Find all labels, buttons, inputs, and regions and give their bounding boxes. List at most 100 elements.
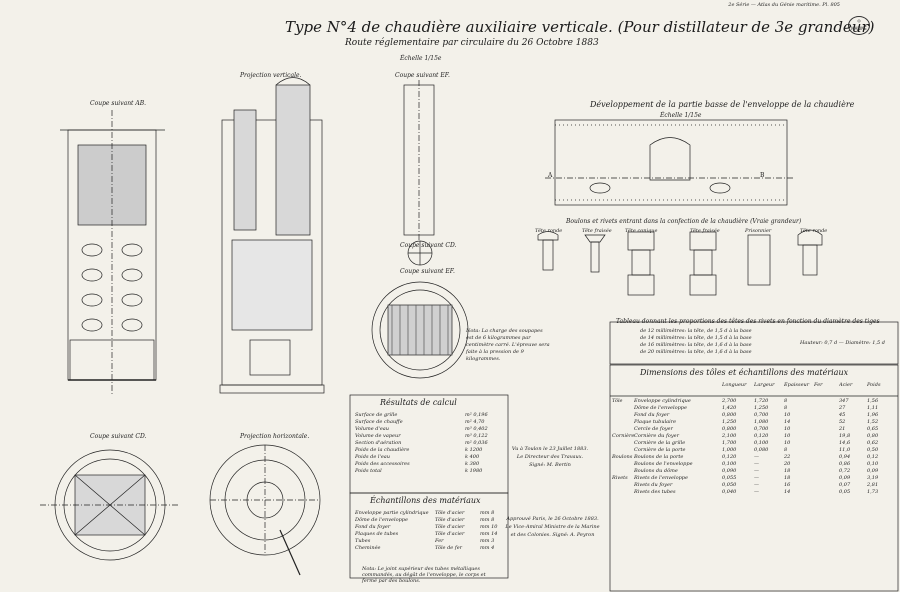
table-cell: 1,250 [754, 405, 769, 411]
table-cell: mm 4 [480, 545, 495, 551]
table-cell: 14 [784, 489, 791, 495]
bolts-row [537, 229, 823, 296]
proportions-frame [609, 321, 899, 365]
table-row: CornièresCornière du foyer2,1000,1201019… [612, 433, 897, 440]
proportions-side: Hauteur: 0,7 d — Diamètre: 1,5 d [800, 340, 885, 346]
table-cell: Épaisseur [784, 382, 810, 388]
table-cell: 1,720 [754, 398, 769, 404]
table-cell: Poids des accessoires [355, 461, 410, 467]
table-cell: 0,65 [867, 426, 879, 432]
table-cell: Tôle de fer [435, 545, 463, 551]
table-cell: 0,055 [722, 475, 737, 481]
bolt-type-3: Tête conique [625, 228, 658, 234]
table-cell: 0,94 [839, 454, 851, 460]
table-cell: Rivets des tubes [634, 489, 676, 495]
coupe-ab-tubes [81, 243, 143, 332]
table-cell: 10 [784, 426, 791, 432]
table-cell: 2,81 [867, 482, 879, 488]
table-cell: 0,86 [839, 461, 851, 467]
table-cell: 52 [839, 419, 846, 425]
table-cell: 3,19 [867, 475, 879, 481]
table-cell: Cornière du foyer [634, 433, 679, 439]
table-cell: 1,250 [722, 419, 737, 425]
table-cell: 0,120 [754, 433, 769, 439]
table-cell: Surface de grille [355, 412, 398, 418]
table-cell: 0,72 [839, 468, 851, 474]
point-a: A [548, 172, 553, 179]
table-cell: 0,80 [867, 433, 879, 439]
table-cell: Boulons de l'enveloppe [634, 461, 693, 467]
table-cell: 18 [784, 475, 791, 481]
table-cell: 0,050 [722, 482, 737, 488]
developpement-door-opening [649, 137, 691, 181]
table-cell: 8 [784, 405, 788, 411]
table-cell: mm 3 [480, 538, 495, 544]
table-cell: 0,05 [839, 489, 851, 495]
table-cell: 1,420 [722, 405, 737, 411]
table-cell: Fer [814, 382, 823, 388]
nota-block: Nota: La charge des soupapes est de 6 ki… [466, 328, 551, 363]
table-cell: Cornières [612, 433, 634, 439]
table-cell: Tôle d'acier [435, 524, 465, 530]
table-cell: Section d'aération [355, 440, 402, 446]
table-cell: 1,11 [867, 405, 879, 411]
table-cell: 14,6 [839, 440, 851, 446]
table-cell: de 12 millimètres: la tête, de 1,5 d à l… [640, 328, 752, 334]
table-cell: 1,52 [867, 419, 879, 425]
table-cell: Rivets [612, 475, 628, 481]
bolt-type-5: Prisonnier [745, 228, 772, 234]
proportions-row: de 14 millimètres: la tête, de 1,5 d à l… [640, 335, 795, 342]
table-cell: 2,700 [722, 398, 737, 404]
table-cell: Cheminée [355, 545, 381, 551]
table-cell: 0,800 [722, 412, 737, 418]
label-developpement: Développement de la partie basse de l'en… [590, 100, 855, 109]
table-cell: — [754, 461, 759, 467]
coupe-cd-round [371, 281, 469, 379]
table-cell: 19,8 [839, 433, 851, 439]
signature-approuve: Approuvé Paris, le 26 Octobre 1883. Le V… [505, 516, 600, 538]
table-cell: 27 [839, 405, 846, 411]
label-tableau-proportions: Tableau donnant les proportions des tête… [616, 318, 880, 325]
label-projection-verticale: Projection verticale. [240, 72, 302, 79]
series-note: 2e Série — Atlas du Génie maritime. Pl. … [728, 2, 840, 8]
table-cell: de 20 millimètres: la tête, de 1,6 d à l… [640, 349, 752, 355]
table-cell: de 16 millimètres: la tête, de 1,6 d à l… [640, 342, 752, 348]
nota-text: La charge des soupapes est de 6 kilogram… [466, 328, 550, 362]
proportions-table: de 12 millimètres: la tête, de 1,5 d à l… [640, 328, 795, 356]
signature-vu: Vu à Toulon le 23 Juillet 1883. Le Direc… [511, 446, 589, 468]
table-cell: Surface de chauffe [355, 419, 403, 425]
resultats-title: Résultats de calcul [380, 398, 457, 407]
table-cell: Rivets du foyer [634, 482, 673, 488]
table-cell: Poids total [355, 468, 382, 474]
ministry-stamp: ◎MARINE [848, 16, 870, 35]
table-cell: k 1980 [465, 468, 483, 474]
table-cell: Poids de la chaudière [355, 447, 410, 453]
table-cell: 1,080 [754, 419, 769, 425]
label-coupe-cd: Coupe suivant CD. [90, 433, 147, 440]
table-cell: Tôle d'acier [435, 517, 465, 523]
table-cell: 0,040 [722, 489, 737, 495]
proportions-row: de 16 millimètres: la tête, de 1,6 d à l… [640, 342, 795, 349]
table-cell: Fond du foyer [634, 412, 670, 418]
table-cell: 11,0 [839, 447, 851, 453]
table-cell: Volume d'eau [355, 426, 390, 432]
nota-label: Nota: [466, 328, 481, 334]
table-cell: mm 10 [480, 524, 498, 530]
echantillons-nota: Nota: Le joint supérieur des tubes métal… [362, 566, 486, 584]
label-coupe-cd-small: Coupe suivant CD. [400, 242, 457, 249]
